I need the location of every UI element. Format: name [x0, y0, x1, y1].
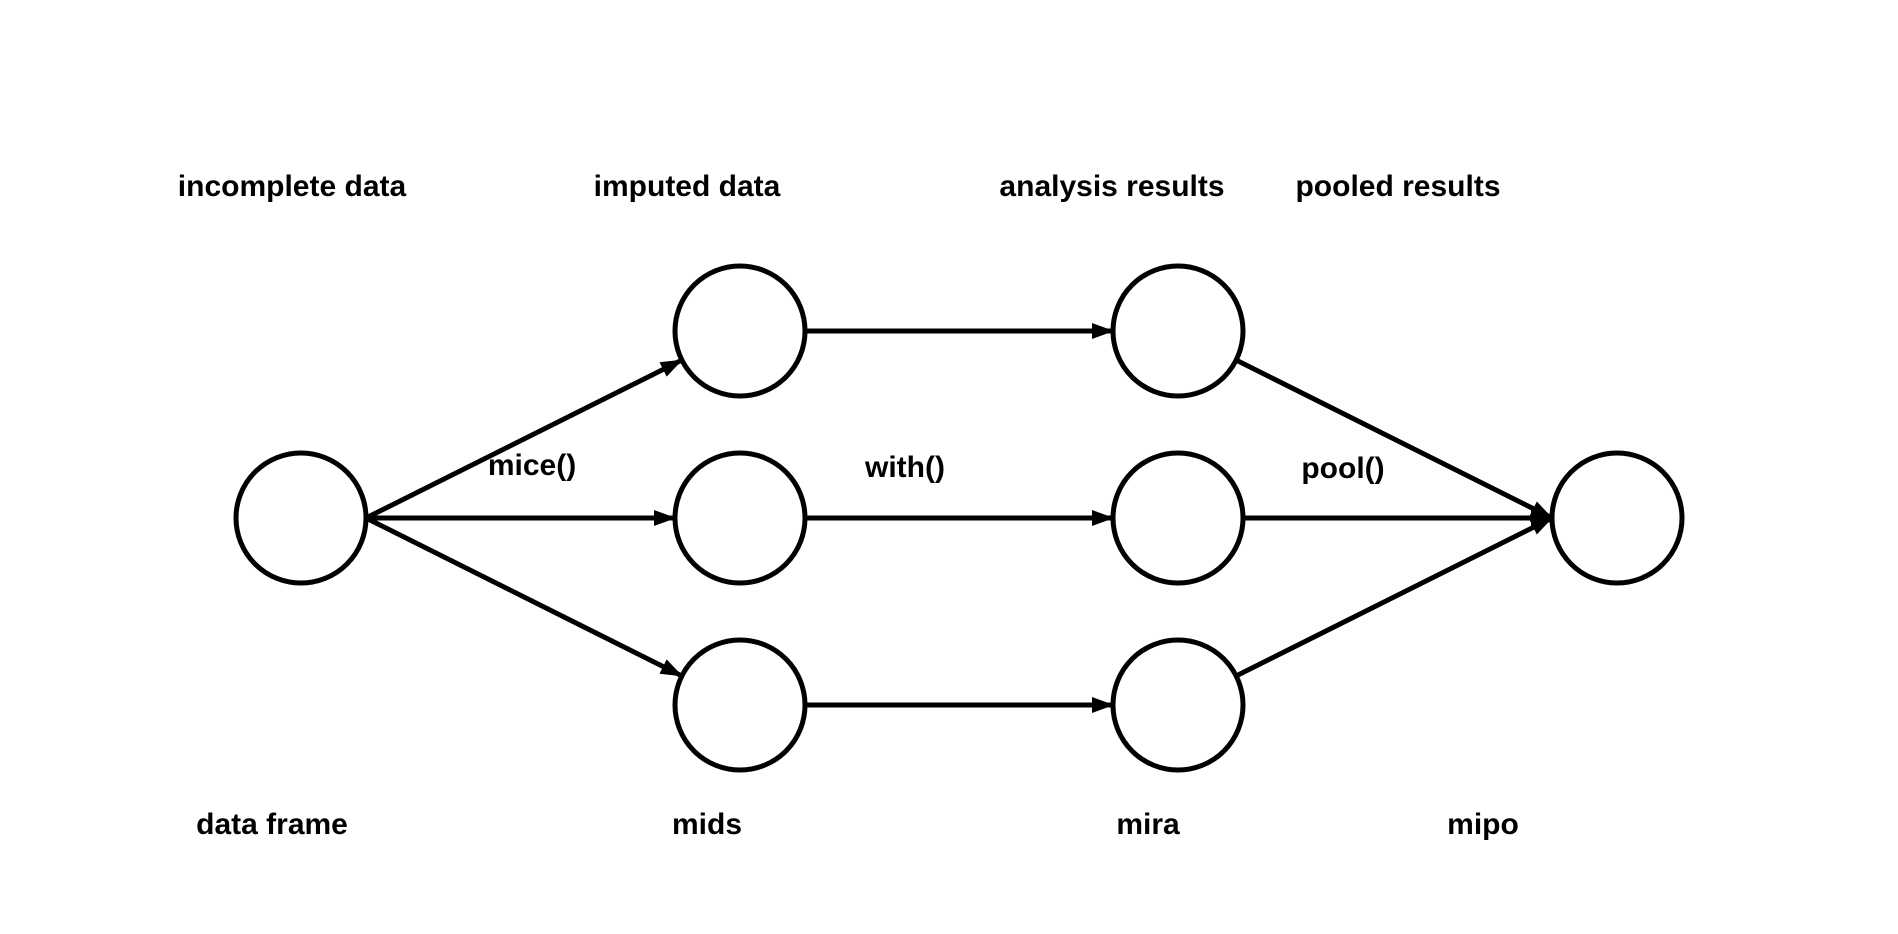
edge-arrow-mice-incomplete-data-to-imputed-3 [364, 515, 683, 679]
function-label-mice: mice() [487, 449, 577, 482]
class-label-mids: mids [671, 808, 743, 841]
class-label-mira: mira [1116, 808, 1180, 841]
node-circle-analysis-1 [1110, 263, 1246, 399]
node-circle-pooled [1549, 450, 1685, 586]
stage-label-incomplete-data: incomplete data [177, 170, 407, 203]
node-circle-analysis-2 [1110, 450, 1246, 586]
class-label-data-frame: data frame [196, 808, 348, 841]
node-circle-analysis-3 [1110, 637, 1246, 773]
function-label-with: with() [865, 451, 945, 484]
edge-arrow-pool-analysis-1-to-pooled [1235, 357, 1554, 521]
edge-arrow-pool-analysis-3-to-pooled [1235, 515, 1554, 679]
node-circle-imputed-1 [672, 263, 808, 399]
node-circle-imputed-2 [672, 450, 808, 586]
stage-label-imputed-data: imputed data [593, 170, 781, 203]
stage-label-analysis-results: analysis results [999, 170, 1225, 203]
stage-label-pooled-results: pooled results [1295, 170, 1501, 203]
function-label-pool: pool() [1301, 452, 1385, 485]
edge-arrow-mice-incomplete-data-to-imputed-1 [364, 357, 683, 521]
node-circle-imputed-3 [672, 637, 808, 773]
class-label-mipo: mipo [1447, 808, 1519, 841]
node-circle-incomplete-data [233, 450, 369, 586]
